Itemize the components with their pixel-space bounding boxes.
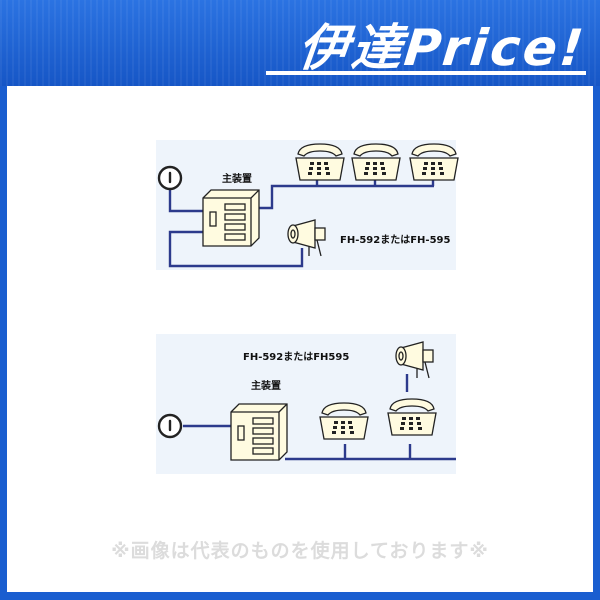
bottom-wiring (183, 374, 456, 461)
bottom-phone-1-icon (319, 402, 369, 440)
system-diagrams: 主装置 FH-592またはFH-595 主装置 FH-592また (156, 140, 459, 474)
top-main-unit-label: 主装置 (222, 172, 252, 185)
bottom-speaker-label: FH-592またはFH595 (243, 351, 349, 363)
top-phone-2-icon (351, 143, 401, 181)
content-area: 主装置 FH-592またはFH-595 主装置 FH-592また (7, 86, 593, 592)
top-speaker-label: FH-592またはFH-595 (340, 234, 450, 246)
bottom-main-unit-icon (230, 403, 288, 461)
bottom-main-unit-label: 主装置 (251, 379, 281, 392)
store-logo: 伊達Price! (295, 19, 589, 77)
bottom-phone-2-icon (387, 398, 437, 436)
header-banner (0, 0, 600, 86)
bottom-outlet-icon (157, 413, 183, 439)
top-phone-1-icon (295, 143, 345, 181)
top-main-unit-icon (202, 189, 260, 247)
image-disclaimer: ※画像は代表のものを使用しております※ (111, 540, 489, 562)
top-outlet-icon (157, 165, 183, 191)
top-phone-3-icon (409, 143, 459, 181)
logo-underline (266, 71, 586, 75)
